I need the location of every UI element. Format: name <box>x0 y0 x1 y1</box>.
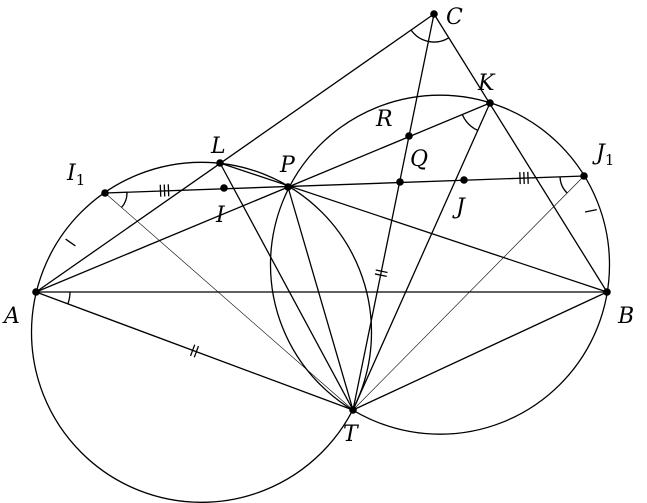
point-R <box>405 132 413 140</box>
tick-mark-I1-I <box>159 184 162 197</box>
angle-mark-J1 <box>559 176 568 194</box>
segment-C-T <box>352 13 435 411</box>
point-T <box>349 406 357 414</box>
segment-L-T <box>219 162 354 411</box>
label-J: J <box>452 195 466 220</box>
label-R: R <box>375 107 393 132</box>
label-C: C <box>446 5 463 30</box>
segment-C-B <box>433 13 608 293</box>
tick-mark-I1-A <box>65 238 76 247</box>
point-I <box>220 184 228 192</box>
label-T: T <box>343 422 360 447</box>
tick-mark-I1-I <box>167 184 170 197</box>
segment-T-B <box>352 291 608 411</box>
segment-A-C <box>35 13 435 293</box>
label-K: K <box>477 71 496 96</box>
point-B <box>603 288 611 296</box>
segment-A-T <box>35 291 354 411</box>
label-I1: I1 <box>66 161 85 189</box>
circle-through-K-B-T-P <box>269 94 611 435</box>
tick-mark-A-T <box>189 344 196 357</box>
point-I1 <box>101 189 109 197</box>
label-L: L <box>210 134 226 159</box>
label-Q: Q <box>410 147 428 172</box>
label-J1: J1 <box>592 141 614 169</box>
circle-through-A-L-P-T <box>30 161 373 503</box>
point-L <box>216 159 224 167</box>
angle-mark-C <box>410 29 450 43</box>
label-A: A <box>2 304 20 329</box>
point-A <box>32 288 40 296</box>
segment-L-B <box>219 162 608 293</box>
angle-mark-A <box>67 291 71 305</box>
segment-A-K <box>35 102 491 293</box>
tick-mark-T-Q <box>374 273 387 278</box>
segment-P-T <box>287 186 354 411</box>
segment-T-J1 <box>352 175 585 411</box>
tick-mark-I1-I <box>163 184 166 197</box>
tick-mark-J1-B <box>584 208 597 213</box>
segment-K-T <box>352 102 491 411</box>
tick-mark-T-Q <box>375 269 388 274</box>
label-I: I <box>215 203 226 228</box>
angle-mark-K <box>461 114 479 131</box>
point-J1 <box>580 172 588 180</box>
segment-T-I1 <box>104 192 354 411</box>
point-P <box>284 183 292 191</box>
point-K <box>486 99 494 107</box>
label-B: B <box>617 304 634 329</box>
segment-I1-J1 <box>104 175 585 194</box>
tick-mark-A-T <box>193 345 200 358</box>
point-J <box>460 176 468 184</box>
angle-mark-I1 <box>121 192 128 208</box>
point-C <box>430 10 438 18</box>
point-Q <box>396 178 404 186</box>
label-P: P <box>279 153 296 178</box>
